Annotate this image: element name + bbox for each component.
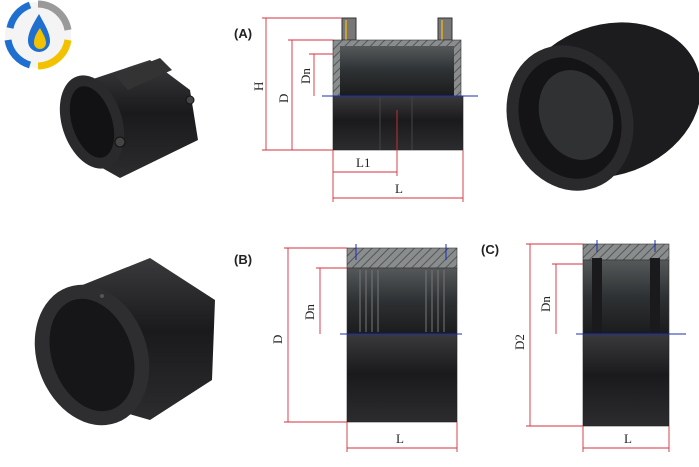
drawing-c: (C) D2 Dn L (481, 240, 686, 452)
dim-d-label-b: D (270, 335, 285, 344)
dim-dn-label: Dn (298, 68, 313, 84)
electrofusion-coupler-photo (59, 58, 198, 178)
dim-h-label: H (251, 82, 266, 91)
plain-sleeve-photo (34, 258, 215, 426)
dim-d-label: D (276, 94, 291, 103)
dim-l-label-c: L (624, 431, 632, 446)
view-label-a: (A) (234, 26, 252, 41)
drawing-b: (B) D Dn L (234, 244, 462, 452)
company-logo (4, 0, 72, 70)
dim-d2-label: D2 (512, 334, 527, 350)
dim-l1-label: L1 (356, 155, 370, 170)
view-label-b: (B) (234, 252, 252, 267)
dim-l-label-a: L (395, 181, 403, 196)
socket-photo (506, 22, 699, 191)
dim-l-label-b: L (396, 431, 404, 446)
view-label-c: (C) (481, 242, 499, 257)
dim-dn-label-c: Dn (538, 296, 553, 312)
dim-dn-label-b: Dn (302, 304, 317, 320)
drawing-a: (A) H D Dn L1 L (234, 17, 478, 202)
